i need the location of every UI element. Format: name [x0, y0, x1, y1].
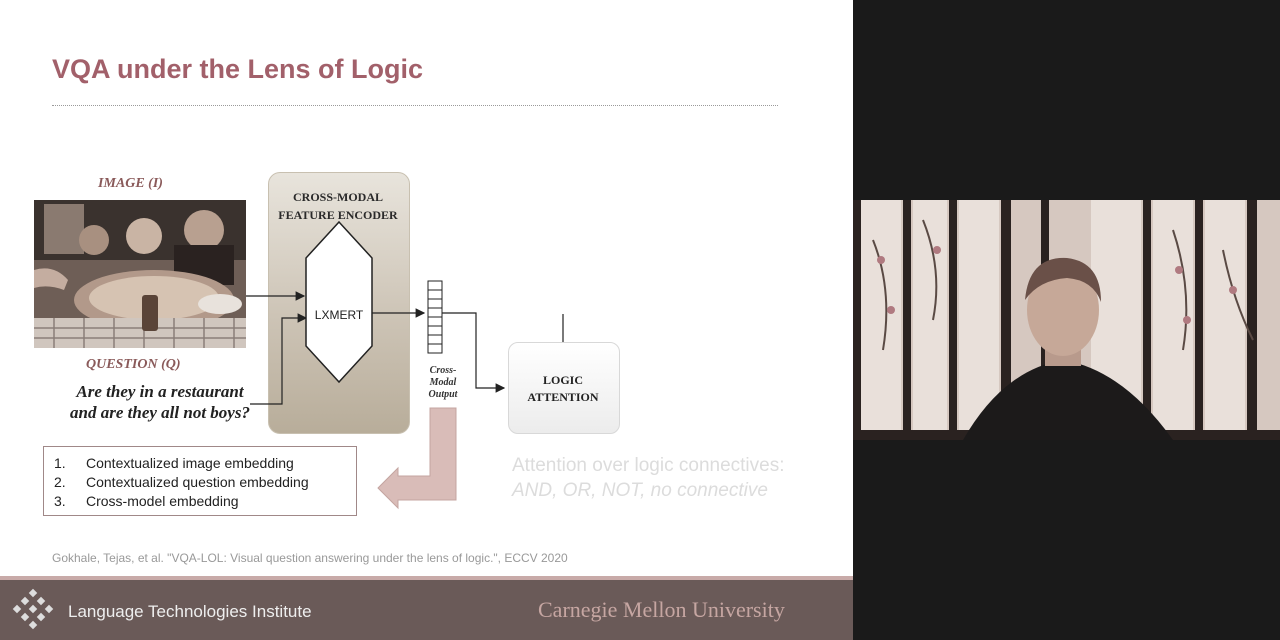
restaurant-photo: [34, 200, 246, 348]
image-label: IMAGE (I): [98, 176, 163, 191]
diagram-connectors: [246, 220, 564, 510]
list-item: 1. Contextualized image embedding: [54, 455, 294, 471]
list-item: 2. Contextualized question embedding: [54, 474, 309, 490]
cross-modal-output-label: Cross- Modal Output: [428, 365, 458, 400]
university-name: Carnegie Mellon University: [538, 597, 785, 622]
logic-attention-label: LOGIC ATTENTION: [527, 373, 599, 404]
attention-caption-line1: Attention over logic connectives:: [512, 455, 785, 476]
encoder-title: CROSS-MODAL FEATURE ENCODER: [278, 190, 398, 222]
institute-name: Language Technologies Institute: [68, 602, 312, 621]
slide: VQA under the Lens of Logic IMAGE (I) QU…: [0, 0, 853, 640]
logic-attention-box: [508, 342, 620, 434]
list-item: 3. Cross-model embedding: [54, 493, 239, 509]
lxmert-label: LXMERT: [314, 308, 364, 322]
title-divider: [52, 105, 778, 106]
embedding-list: 1. Contextualized image embedding 2. Con…: [43, 446, 357, 516]
citation: Gokhale, Tejas, et al. "VQA-LOL: Visual …: [52, 551, 568, 565]
slide-title: VQA under the Lens of Logic: [52, 54, 424, 84]
speaker-webcam: [853, 200, 1280, 440]
slide-footer: [0, 576, 853, 640]
question-text: Are they in a restaurant and are they al…: [70, 382, 250, 422]
lti-logo-icon: [12, 588, 54, 630]
question-label: QUESTION (Q): [86, 357, 181, 372]
attention-caption-line2: AND, OR, NOT, no connective: [512, 480, 768, 501]
